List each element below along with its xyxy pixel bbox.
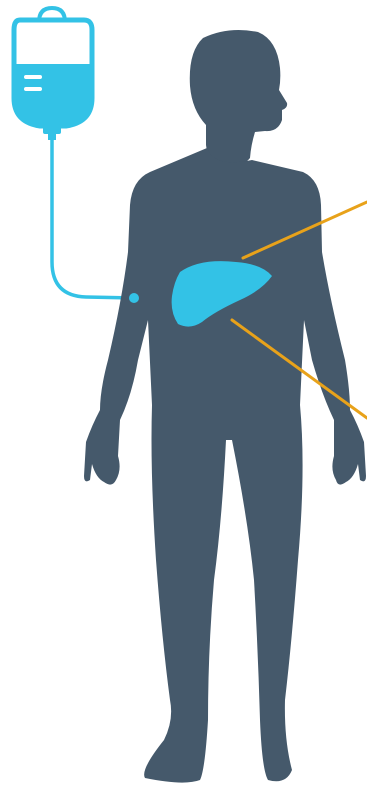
human-silhouette-icon bbox=[84, 30, 366, 783]
iv-bag-icon bbox=[14, 8, 92, 140]
iv-insertion-dot bbox=[129, 293, 139, 303]
iv-tube bbox=[52, 138, 134, 298]
